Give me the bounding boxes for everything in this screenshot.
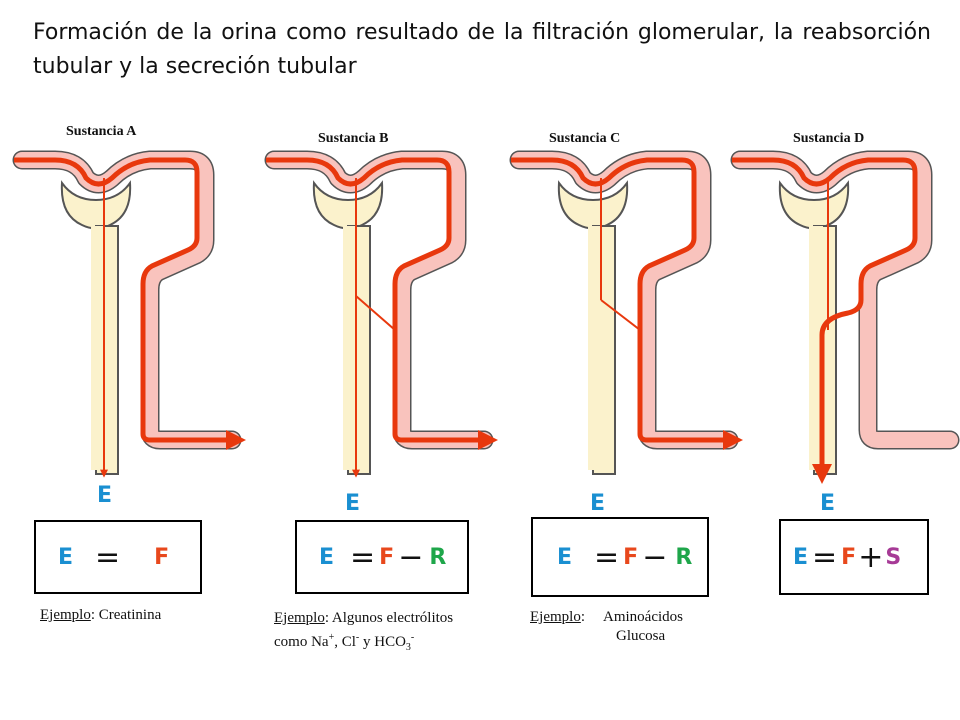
example-c: Ejemplo: Aminoácidos Glucosa [530, 608, 683, 646]
eq-c-e: E [557, 544, 573, 570]
label-sustancia-b: Sustancia B [318, 131, 389, 146]
eq-d-f: F [841, 544, 857, 570]
flow-line-c [511, 157, 743, 450]
reabsorption-line-b [355, 295, 396, 331]
example-c-colon: : [580, 609, 585, 625]
nephron-c [511, 157, 743, 474]
eq-c-r: R [675, 544, 693, 570]
example-a-label: Ejemplo [40, 607, 91, 623]
eq-b-f: F [379, 544, 395, 570]
equation-box-a: E = F [34, 520, 202, 594]
label-sustancia-a: Sustancia A [66, 124, 137, 139]
eq-b-minus: − [398, 539, 424, 575]
example-b-ion3-sup: - [410, 632, 415, 643]
flow-line-b [266, 157, 498, 450]
example-c-label: Ejemplo [530, 609, 581, 625]
flow-line-d [732, 157, 918, 484]
flow-line-a [14, 157, 246, 450]
example-b-line1: : Algunos electrólitos [324, 610, 454, 626]
example-b-label: Ejemplo [274, 610, 325, 626]
example-a: Ejemplo: Creatinina [40, 606, 161, 625]
page-title: Formación de la orina como resultado de … [33, 20, 931, 79]
reabsorption-line-c [600, 299, 641, 331]
equation-box-c: E = F − R [531, 517, 709, 597]
eq-c-equals: = [594, 539, 620, 575]
nephron-b [266, 157, 498, 474]
label-sustancia-d: Sustancia D [793, 131, 865, 146]
example-a-text: : Creatinina [90, 607, 162, 623]
eq-a-f: F [154, 544, 170, 570]
nephron-a [14, 157, 246, 474]
eq-b-equals: = [350, 539, 376, 575]
excreted-label-d: E [820, 491, 836, 516]
equation-box-d: E = F + S [779, 519, 929, 595]
excreted-label-c: E [590, 491, 606, 516]
example-c-item-2: Glucosa [616, 628, 666, 644]
example-b: Ejemplo: Algunos electrólitos como Na+, … [274, 609, 453, 657]
eq-b-r: R [429, 544, 447, 570]
excreted-label-b: E [345, 491, 361, 516]
eq-d-s: S [885, 544, 902, 570]
example-b-ion1-sup: + [328, 632, 335, 643]
example-b-ion3-sub: 3 [405, 642, 411, 653]
eq-a-e: E [58, 544, 74, 570]
example-b-ion2-sup: - [355, 632, 360, 643]
example-c-item-1: Aminoácidos [603, 609, 683, 625]
example-b-mid2: y HCO [359, 634, 406, 650]
nephron-d [732, 157, 950, 484]
example-b-mid1: , Cl [334, 634, 356, 650]
example-b-line2-pre: como Na [274, 634, 329, 650]
eq-c-f: F [623, 544, 639, 570]
eq-a-equals: = [95, 539, 121, 575]
eq-d-plus: + [858, 539, 884, 575]
eq-d-equals: = [812, 539, 838, 575]
label-sustancia-c: Sustancia C [549, 131, 621, 146]
eq-c-minus: − [642, 539, 668, 575]
equation-box-b: E = F − R [295, 520, 469, 594]
eq-b-e: E [319, 544, 335, 570]
eq-d-e: E [793, 544, 809, 570]
excreted-label-a: E [97, 483, 113, 508]
